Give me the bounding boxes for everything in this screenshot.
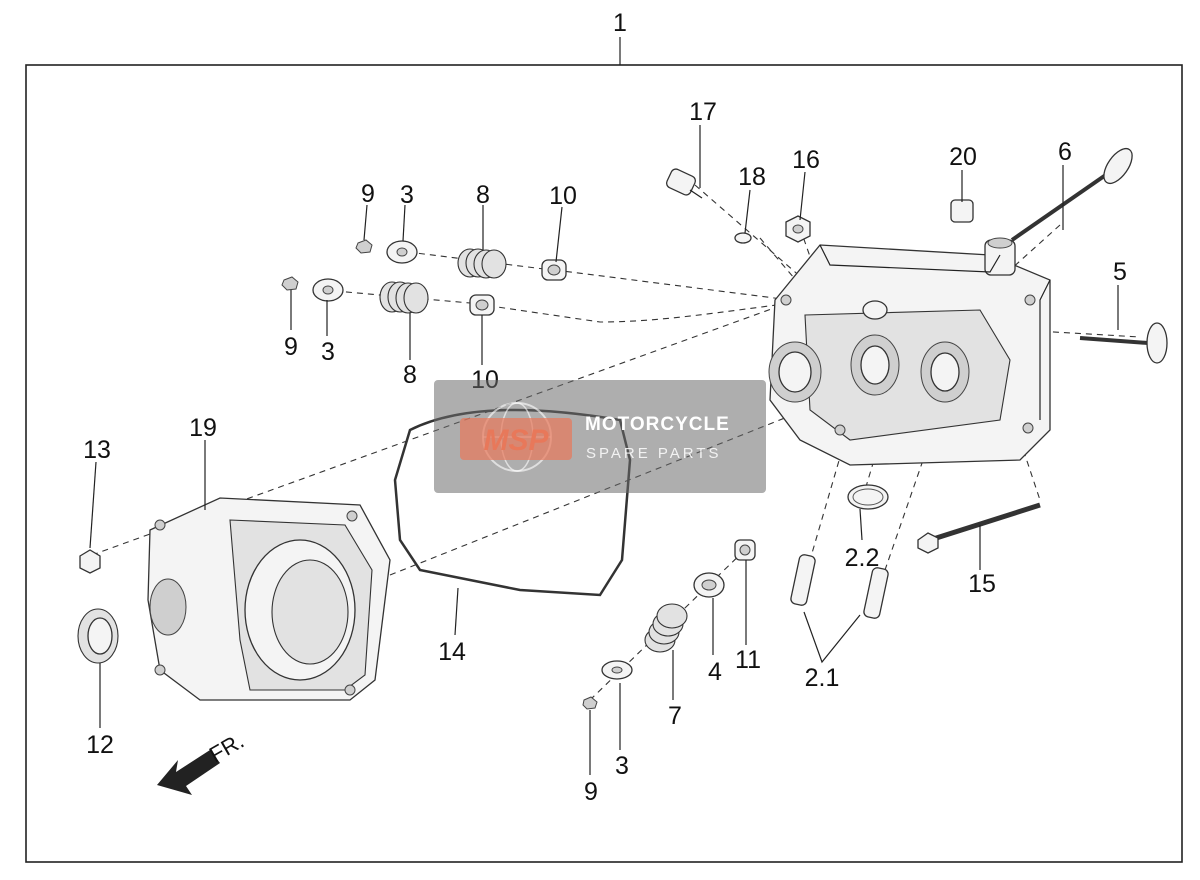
valve-seal-top bbox=[541, 259, 567, 281]
watermark-background bbox=[434, 380, 766, 493]
callout-label: 2.1 bbox=[805, 664, 840, 692]
callout-label: 17 bbox=[689, 98, 717, 126]
front-direction-indicator: FR. bbox=[157, 728, 248, 795]
callout-label: 16 bbox=[792, 146, 820, 174]
callout-label: 9 bbox=[584, 778, 598, 806]
oring-18 bbox=[734, 232, 752, 244]
valve-retainer-mid bbox=[312, 278, 344, 302]
callout-label: 3 bbox=[615, 752, 629, 780]
exhaust-valve-6 bbox=[1010, 147, 1133, 242]
dowel-pins-2-1 bbox=[790, 554, 889, 619]
assembly-number: 1 bbox=[613, 9, 627, 37]
dowel-20 bbox=[950, 199, 974, 223]
callout-label: 11 bbox=[735, 646, 761, 674]
callout-label: 9 bbox=[361, 180, 375, 208]
valve-retainer-top bbox=[386, 240, 418, 264]
callout-label: 19 bbox=[189, 414, 217, 442]
watermark: MSP MOTORCYCLE SPARE PARTS bbox=[434, 380, 766, 493]
callout-label: 9 bbox=[284, 333, 298, 361]
bolt-13 bbox=[79, 549, 101, 574]
front-arrow-icon bbox=[157, 750, 220, 795]
callout-label: 4 bbox=[708, 658, 722, 686]
spring-seat-4 bbox=[693, 572, 725, 598]
valve-seal-mid bbox=[469, 294, 495, 316]
valve-retainer-bottom bbox=[601, 660, 633, 680]
oil-seal-12 bbox=[77, 608, 119, 664]
callout-label: 13 bbox=[83, 436, 111, 464]
callout-label: 7 bbox=[668, 702, 682, 730]
cylinder-head bbox=[768, 237, 1051, 466]
valve-spring-top bbox=[457, 248, 507, 279]
callout-label: 12 bbox=[86, 731, 114, 759]
callout-label: 18 bbox=[738, 163, 766, 191]
valve-seal-11 bbox=[734, 539, 756, 561]
watermark-logo: MSP bbox=[483, 424, 549, 457]
callout-label: 5 bbox=[1113, 258, 1127, 286]
valve-spring-7 bbox=[644, 603, 688, 653]
callout-label: 8 bbox=[476, 181, 490, 209]
callout-label: 3 bbox=[400, 181, 414, 209]
callout-label: 15 bbox=[968, 570, 996, 598]
watermark-title: MOTORCYCLE bbox=[585, 414, 730, 435]
intake-valve-5 bbox=[1079, 322, 1168, 364]
callout-label: 20 bbox=[949, 143, 977, 171]
oring-2-2 bbox=[847, 484, 889, 510]
callout-label: 6 bbox=[1058, 138, 1072, 166]
bolt-17 bbox=[665, 168, 703, 199]
watermark-subtitle: SPARE PARTS bbox=[586, 445, 722, 462]
valve-spring-mid bbox=[379, 281, 429, 314]
leader-lines bbox=[89, 125, 1119, 775]
valve-keeper-top bbox=[355, 239, 373, 254]
callout-label: 3 bbox=[321, 338, 335, 366]
bolt-15 bbox=[917, 502, 1041, 554]
assembly-frame bbox=[25, 64, 1183, 863]
callout-label: 8 bbox=[403, 361, 417, 389]
head-cover bbox=[147, 497, 391, 701]
callouts: 17 20 6 18 16 9 3 8 10 9 3 8 10 5 13 19 … bbox=[83, 98, 1127, 806]
valve-keeper-mid bbox=[281, 276, 299, 291]
nut-16 bbox=[785, 215, 811, 243]
callout-label: 2.2 bbox=[845, 544, 880, 572]
callout-label: 14 bbox=[438, 638, 466, 666]
callout-label: 10 bbox=[549, 182, 577, 210]
valve-keeper-bottom bbox=[582, 696, 598, 710]
